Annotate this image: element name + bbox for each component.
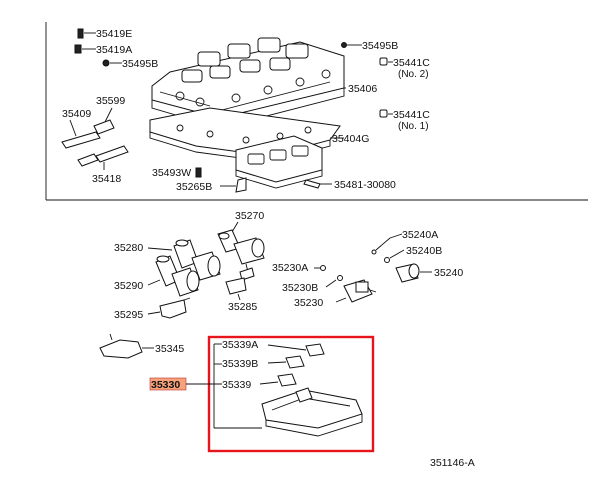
label-35441C-1-note: (No. 1): [398, 121, 429, 132]
label-35230: 35230: [294, 297, 323, 309]
plug-35441C-1: [379, 109, 393, 118]
label-35240B: 35240B: [406, 245, 442, 257]
label-35240: 35240: [434, 267, 463, 279]
label-35280: 35280: [114, 242, 143, 254]
bolt-35419E: [77, 28, 96, 39]
label-35265B: 35265B: [176, 181, 212, 193]
valve-body-assembly: [149, 37, 345, 189]
bolt-35495B-right: [341, 42, 362, 48]
label-35290: 35290: [114, 280, 143, 292]
label-35418: 35418: [92, 173, 121, 185]
bracket-35295: [159, 297, 191, 319]
label-35495B-left: 35495B: [122, 58, 158, 70]
label-35495B-right: 35495B: [362, 40, 398, 52]
label-35441C-1: 35441C: [393, 109, 430, 121]
highlight-tag-35330[interactable]: 35330: [149, 377, 187, 391]
leader-35339A: [267, 344, 307, 351]
gasket-35339: [277, 373, 297, 387]
label-35441C-2-note: (No. 2): [398, 69, 429, 80]
leader-35230B: [325, 279, 337, 288]
label-35493W: 35493W: [152, 167, 191, 179]
highlight-box-35330: [207, 335, 375, 453]
leader-35270: [231, 221, 239, 233]
leader-35285: [237, 293, 241, 301]
leader-35290: [147, 279, 161, 286]
bolt-35495B-left: [102, 59, 122, 67]
bolt-35419A: [74, 44, 96, 54]
label-35270: 35270: [235, 210, 264, 222]
leader-35339B: [267, 361, 287, 364]
label-35295: 35295: [114, 309, 143, 321]
label-35285: 35285: [228, 301, 257, 313]
plug-35441C-2: [379, 57, 393, 66]
lever-35409: [61, 119, 101, 149]
bracket-35345: [99, 333, 143, 359]
spring-plate-35599: [93, 107, 115, 135]
gasket-35339A: [305, 343, 325, 357]
label-35406: 35406: [348, 83, 377, 95]
label-35404G: 35404G: [332, 133, 369, 145]
solenoid-35270: [217, 229, 265, 281]
label-35419E: 35419E: [96, 28, 132, 40]
diagram-id: 351146-A: [430, 457, 475, 469]
label-35230A: 35230A: [272, 262, 308, 274]
oring-35230A: [320, 265, 326, 271]
solenoid-35240: [395, 263, 432, 283]
label-35339A: 35339A: [222, 339, 258, 351]
oil-strainer-35330: [261, 387, 363, 437]
label-35345: 35345: [155, 343, 184, 355]
detent-spring-35418: [77, 145, 129, 170]
wire-35240A: [371, 233, 403, 255]
oring-35230B: [337, 275, 343, 281]
label-35339B: 35339B: [222, 358, 258, 370]
label-35230B: 35230B: [282, 282, 318, 294]
label-35481: 35481-30080: [334, 179, 396, 191]
bracket-35265B: [220, 177, 247, 193]
bracket-35285: [225, 277, 247, 295]
label-35409: 35409: [62, 108, 91, 120]
solenoid-35290: [155, 255, 200, 297]
label-35599: 35599: [96, 95, 125, 107]
label-35330: 35330: [151, 379, 180, 391]
leader-35280: [147, 247, 173, 251]
leader-35339: [259, 381, 279, 385]
callout-bracket: [213, 343, 262, 429]
bolt-35481: [303, 179, 332, 189]
sensor-35230: [343, 279, 377, 303]
label-35419A: 35419A: [96, 44, 132, 56]
label-35441C-2: 35441C: [393, 57, 430, 69]
solenoid-35280: [173, 239, 221, 281]
label-35240A: 35240A: [402, 229, 438, 241]
upper-panel: [45, 22, 588, 201]
leader-35230: [335, 297, 347, 303]
label-35339: 35339: [222, 379, 251, 391]
leader-35295: [147, 311, 161, 315]
bolt-35493W: [195, 167, 202, 178]
oring-35240B: [384, 249, 405, 263]
gasket-35339B: [285, 355, 305, 369]
